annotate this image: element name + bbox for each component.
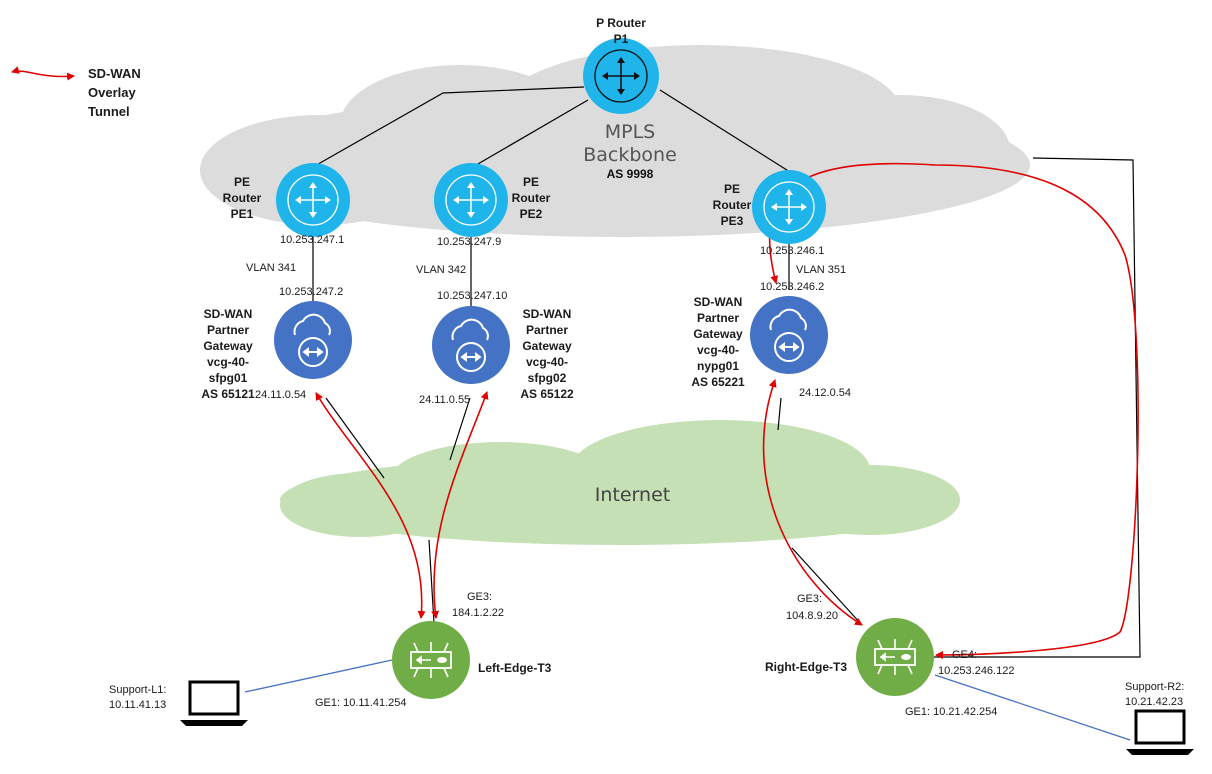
pe1-line2: Router [222,191,262,205]
support-r2-ip: 10.21.42.23 [1125,696,1184,708]
tunnel-gw1-left-edge [315,392,426,619]
mpls-asn: AS 9998 [606,167,654,181]
p-router-icon [583,38,659,114]
right-edge-ge1: GE1: 10.21.42.254 [905,706,998,718]
legend-label: SD-WAN Overlay Tunnel [88,66,141,119]
mpls-cloud-label: MPLS Backbone [560,121,700,167]
pe3-vlan: VLAN 351 [796,264,847,276]
gw1-line1: SD-WAN [203,307,253,321]
tunnel-pe3-right-edge [768,162,1139,659]
gw2-line6: AS 65122 [520,387,574,401]
pe2-label: PE Router PE2 [506,174,556,222]
right-edge-ge3-label: GE3: [797,593,823,605]
support-r2-name: Support-R2: [1125,681,1185,693]
support-l1-laptop-icon [180,680,248,726]
pe3-ip-down: 10.253.246.2 [760,281,825,293]
internet-cloud-label: Internet [594,484,671,506]
gw1-line4: vcg-40- [206,355,250,369]
pe2-vlan: VLAN 342 [416,264,467,276]
pe1-ip-up: 10.253.247.1 [280,234,345,246]
right-edge-ge4-label: GE4: [952,649,978,661]
support-l1-name: Support-L1: [109,684,167,696]
gw2-line2: Partner [525,323,569,337]
gw1-line6: AS 65121 [201,387,255,401]
pe3-line2: Router [712,198,752,212]
support-r2-laptop-icon [1126,709,1194,755]
right-edge-name: Right-Edge-T3 [765,660,847,674]
pe2-ip-up: 10.253.247.9 [437,236,502,248]
left-edge-ge3-ip: 184.1.2.22 [452,607,504,619]
right-edge-icon [856,618,934,696]
gw3-line1: SD-WAN [693,295,743,309]
gw3-line6: AS 65221 [691,375,745,389]
pe2-line2: Router [511,191,551,205]
gw1-line3: Gateway [203,339,253,353]
mpls-line1: MPLS [604,121,656,143]
pe1-label: PE Router PE1 [217,174,267,222]
gw1-line5: sfpg01 [208,371,248,385]
pe2-ip-down: 10.253.247.10 [437,290,508,302]
mpls-cloud [200,45,1030,237]
support-l1-ip: 10.11.41.13 [109,699,167,711]
gw3-line5: nypg01 [696,359,739,373]
pe1-vlan: VLAN 341 [246,262,297,274]
right-edge-ge4-ip: 10.253.246.122 [938,665,1015,677]
gw2-line3: Gateway [522,339,572,353]
pe1-router-icon [276,163,350,237]
gw3-label: SD-WAN Partner Gateway vcg-40- nypg01 AS… [683,294,753,390]
pe1-line1: PE [233,175,250,189]
pe2-line1: PE [522,175,539,189]
pe3-line1: PE [723,182,740,196]
pe1-line3: PE1 [230,207,254,221]
pe1-ip-down: 10.253.247.2 [279,286,344,298]
pe3-label: PE Router PE3 [707,181,757,229]
gw2-line5: sfpg02 [527,371,567,385]
left-edge-icon [392,621,470,699]
mpls-line2: Backbone [583,144,677,166]
tunnel-gw2-left-edge [431,391,489,619]
gateway-3-icon [750,296,828,374]
pe3-line3: PE3 [720,214,744,228]
gw1-wan-ip: 24.11.0.54 [255,389,307,401]
left-edge-ge1: GE1: 10.11.41.254 [315,697,407,709]
pe3-router-icon [752,170,826,244]
pe2-router-icon [434,163,508,237]
gw2-wan-ip: 24.11.0.55 [419,394,471,406]
gw3-line3: Gateway [693,327,743,341]
gw3-line2: Partner [696,311,740,325]
gw3-wan-ip: 24.12.0.54 [799,387,851,399]
sdwan-tunnels [315,162,1139,659]
gw1-label: SD-WAN Partner Gateway vcg-40- sfpg01 AS… [193,306,263,402]
p-router-label: P Router P1 [581,15,661,47]
legend-tunnel-arrow [11,66,75,81]
gateway-1-icon [274,301,352,379]
right-edge-ge3-ip: 104.8.9.20 [786,610,838,622]
internet-cloud [280,420,960,545]
gw1-line2: Partner [206,323,250,337]
p-router-line2: P1 [613,32,629,46]
pe3-ip-up: 10.253.246.1 [760,245,825,257]
gw2-label: SD-WAN Partner Gateway vcg-40- sfpg02 AS… [512,306,582,402]
p-router-line1: P Router [596,16,646,30]
gw2-line1: SD-WAN [522,307,572,321]
left-edge-name: Left-Edge-T3 [478,661,552,675]
left-edge-ge3-label: GE3: [467,591,493,603]
gw2-line4: vcg-40- [525,355,569,369]
pe2-line3: PE2 [519,207,543,221]
gw3-line4: vcg-40- [696,343,740,357]
gateway-2-icon [432,306,510,384]
lan-links [244,659,1131,741]
